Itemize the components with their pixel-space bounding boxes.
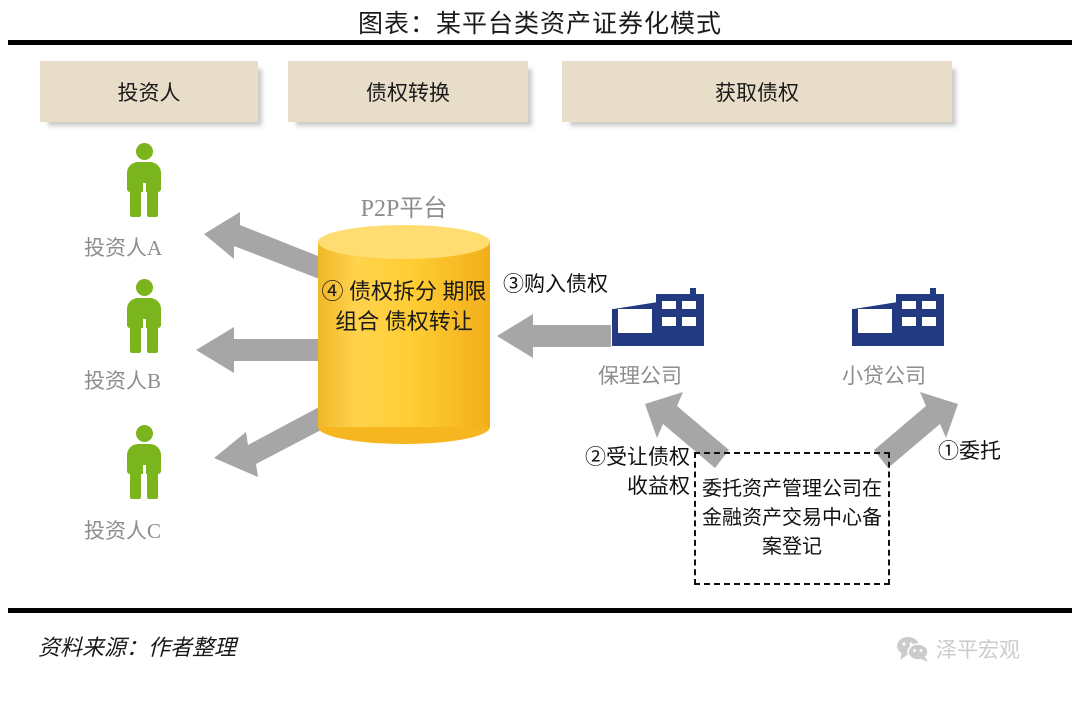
person-icon-investor-b: [122, 279, 166, 355]
arrow-platform-to-investor-c: [214, 398, 344, 477]
factoring-company-label: 保理公司: [598, 364, 682, 388]
banner-debt-conversion-label: 债权转换: [366, 80, 450, 105]
arrow-microcredit-to-note: [874, 392, 958, 468]
building-icon-microcredit-company: [852, 288, 944, 346]
microcredit-company-label: 小贷公司: [842, 364, 926, 388]
rule-top: [8, 40, 1072, 45]
page-title: 图表：某平台类资产证券化模式: [357, 11, 722, 38]
step-1-label: ①委托: [938, 439, 1001, 463]
arrow-platform-to-investor-a: [204, 212, 328, 280]
banner-investor: 投资人: [40, 61, 258, 122]
watermark: 泽平宏观: [896, 634, 1020, 664]
arrow-factoring-to-platform: [497, 314, 611, 358]
wechat-icon: [897, 637, 929, 662]
note-box-entrust-registration: 委托资产管理公司在金融资产交易中心备案登记: [694, 452, 890, 585]
platform-body-text: ④ 债权拆分 期限组合 债权转让: [321, 279, 487, 334]
p2p-platform-cylinder: ④ 债权拆分 期限组合 债权转让: [318, 225, 490, 444]
banner-acquire-debt-label: 获取债权: [715, 80, 799, 105]
investor-c-label: 投资人C: [84, 519, 162, 543]
banner-acquire-debt: 获取债权: [562, 61, 952, 122]
person-icon-investor-c: [122, 425, 166, 501]
banner-investor-label: 投资人: [117, 80, 181, 105]
step-2-label: ②受让债权 收益权: [585, 445, 690, 498]
platform-label: P2P平台: [360, 196, 448, 222]
arrow-note-to-factoring: [645, 392, 729, 468]
rule-bottom: [8, 608, 1072, 613]
note-box-text: 委托资产管理公司在金融资产交易中心备案登记: [702, 478, 882, 558]
arrow-platform-to-investor-b: [196, 327, 326, 373]
step-3-label: ③购入债权: [503, 272, 608, 296]
investor-a-label: 投资人A: [84, 236, 163, 260]
building-icon-factoring-company: [612, 288, 704, 346]
watermark-text: 泽平宏观: [936, 638, 1020, 662]
investor-b-label: 投资人B: [84, 369, 162, 393]
source-note: 资料来源：作者整理: [38, 635, 237, 660]
banner-debt-conversion: 债权转换: [288, 61, 528, 122]
person-icon-investor-a: [122, 143, 166, 219]
